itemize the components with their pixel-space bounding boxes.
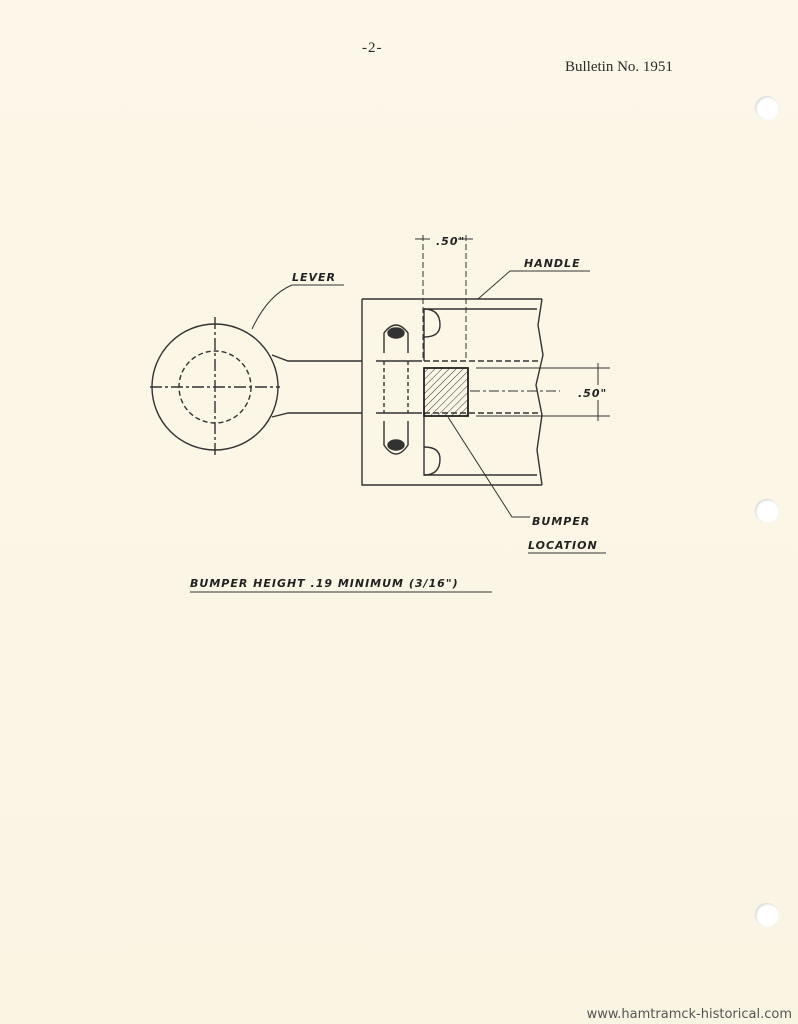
dimension-right <box>476 363 610 421</box>
handle-leader <box>477 270 524 300</box>
bulletin-number: Bulletin No. 1951 <box>565 59 673 75</box>
footer-url: www.hamtramck-historical.com <box>586 1007 792 1022</box>
bumper-height-caption: BUMPER HEIGHT .19 MINIMUM (3/16") <box>190 577 459 590</box>
bumper-label: BUMPER <box>532 515 590 528</box>
dimension-top <box>415 235 473 360</box>
handle-body <box>361 298 544 486</box>
pivot-pin <box>383 324 409 455</box>
bumper-leader <box>447 416 530 518</box>
lever-label: LEVER <box>292 271 336 284</box>
handle-label: HANDLE <box>524 257 581 270</box>
page-number: -2- <box>362 40 383 56</box>
punch-hole <box>755 499 779 523</box>
dimension-right-label: .50" <box>578 387 607 400</box>
lever-ring <box>150 317 280 457</box>
dimension-top-label: .50" <box>436 235 465 248</box>
lever-arm <box>271 354 422 418</box>
bumper-location-label: LOCATION <box>528 539 598 552</box>
punch-hole <box>755 903 779 927</box>
bumper-block <box>423 367 469 417</box>
punch-hole <box>755 96 779 120</box>
technical-drawing: .50" .50" LEVER HANDLE BUMPER LOCATION B… <box>150 235 610 593</box>
lever-leader <box>251 284 293 330</box>
